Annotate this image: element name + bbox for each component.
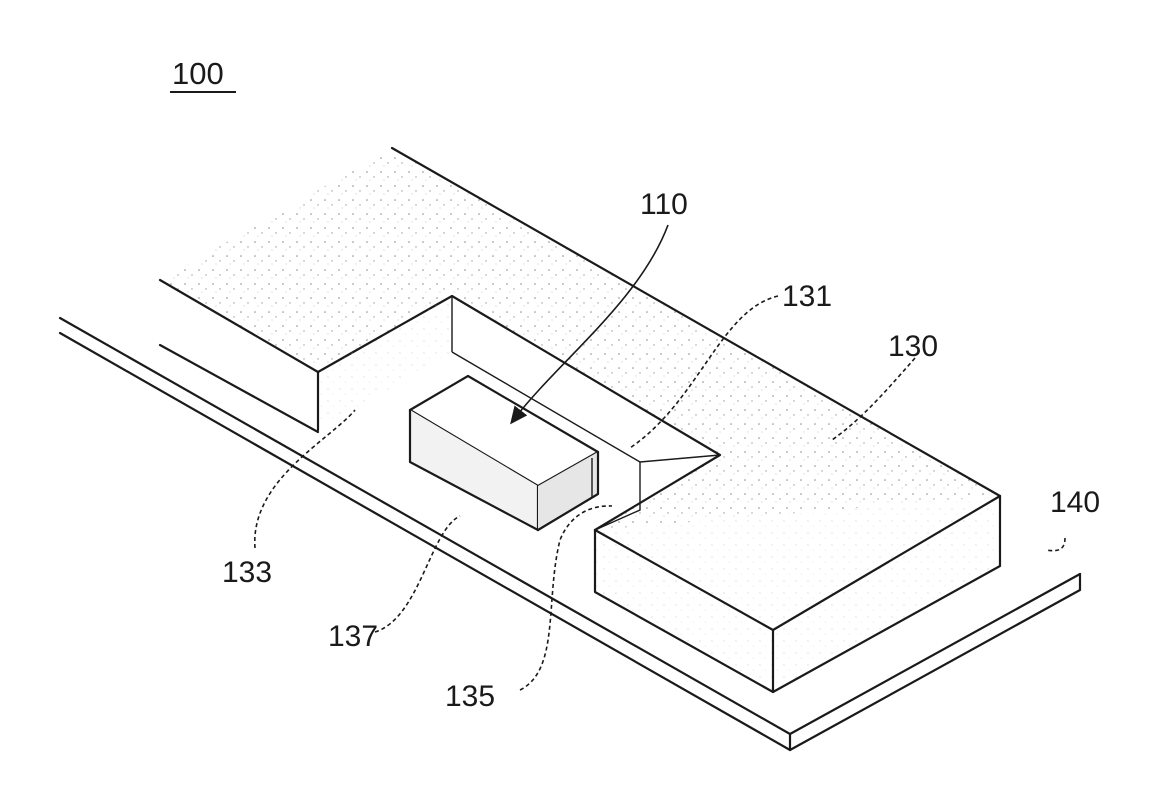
label-chip: 110 <box>640 188 688 221</box>
label-substrate: 140 <box>1050 486 1100 519</box>
label-step-left: 133 <box>222 556 272 589</box>
label-recess-floor: 137 <box>328 620 378 653</box>
label-step-right: 135 <box>445 680 495 713</box>
leader-140 <box>1046 538 1065 551</box>
label-housing: 130 <box>888 330 938 363</box>
label-recess-wall: 131 <box>782 280 832 313</box>
figure-number: 100 <box>172 56 224 91</box>
